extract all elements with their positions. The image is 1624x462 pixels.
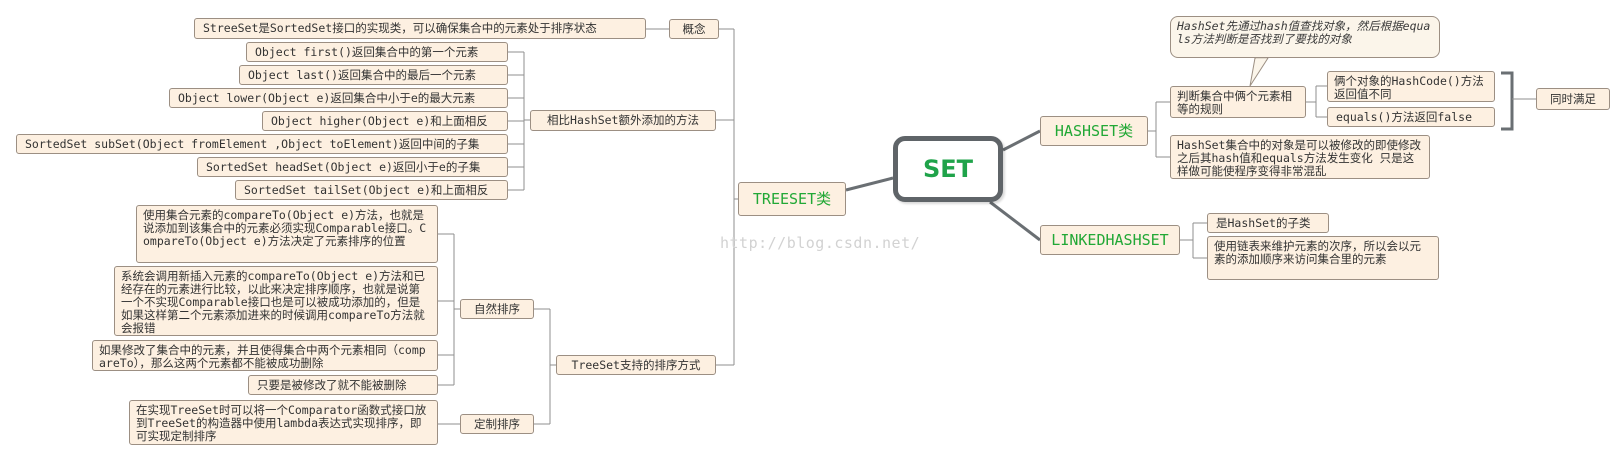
natural-sort-item-1[interactable]: 使用集合元素的compareTo(Object e)方法，也就是说添加到该集合中… bbox=[136, 205, 438, 263]
custom-sort-text[interactable]: 在实现TreeSet时可以将一个Comparator函数式接口放到TreeSet… bbox=[129, 400, 438, 445]
method-item-headset[interactable]: SortedSet headSet(Object e)返回小于e的子集 bbox=[197, 157, 508, 177]
natural-sort-item-3[interactable]: 如果修改了集合中的元素，并且使得集合中两个元素相同（compareTo），那么这… bbox=[92, 340, 438, 371]
treeset-concept-text[interactable]: StreeSet是SortedSet接口的实现类，可以确保集合中的元素处于排序状… bbox=[194, 18, 646, 39]
hashset-callout[interactable]: HashSet先通过hash值查找对象，然后根据equals方法判断是否找到了要… bbox=[1170, 16, 1440, 58]
callout-pointer bbox=[1249, 57, 1269, 87]
linkedhashset-node[interactable]: LINKEDHASHSET bbox=[1040, 225, 1180, 255]
equality-rule-hashcode[interactable]: 俩个对象的HashCode()方法返回值不同 bbox=[1327, 71, 1495, 102]
treeset-methods-node[interactable]: 相比HashSet额外添加的方法 bbox=[530, 110, 716, 131]
linkedhashset-item-order[interactable]: 使用链表来维护元素的次序，所以会以元素的添加顺序来访问集合里的元素 bbox=[1207, 236, 1439, 280]
hashset-mutable-note[interactable]: HashSet集合中的对象是可以被修改的即使修改之后其hash值和equals方… bbox=[1170, 135, 1430, 179]
natural-sort-item-4[interactable]: 只要是被修改了就不能被删除 bbox=[248, 375, 438, 395]
watermark: http://blog.csdn.net/ bbox=[720, 234, 921, 252]
equality-rule-equals[interactable]: equals()方法返回false bbox=[1327, 107, 1495, 127]
root-to-linkedhashset bbox=[989, 200, 1041, 242]
custom-sort-node[interactable]: 定制排序 bbox=[460, 414, 534, 434]
equality-both-required[interactable]: 同时满足 bbox=[1536, 88, 1610, 110]
hashset-equality-node[interactable]: 判断集合中俩个元素相等的规则 bbox=[1170, 86, 1306, 118]
method-item-subset[interactable]: SortedSet subSet(Object fromElement ,Obj… bbox=[16, 134, 508, 154]
method-item-higher[interactable]: Object higher(Object e)和上面相反 bbox=[262, 111, 508, 131]
treeset-sorting-node[interactable]: TreeSet支持的排序方式 bbox=[556, 355, 716, 375]
treeset-node[interactable]: TREESET类 bbox=[738, 182, 846, 216]
root-to-treeset bbox=[845, 176, 894, 192]
root-node-set[interactable]: SET bbox=[893, 136, 1003, 202]
method-item-last[interactable]: Object last()返回集合中的最后一个元素 bbox=[239, 65, 508, 85]
method-item-tailset[interactable]: SortedSet tailSet(Object e)和上面相反 bbox=[235, 180, 508, 200]
treeset-concept-node[interactable]: 概念 bbox=[669, 19, 719, 39]
method-item-first[interactable]: Object first()返回集合中的第一个元素 bbox=[246, 42, 508, 62]
both-bracket bbox=[1501, 71, 1514, 131]
hashset-node[interactable]: HASHSET类 bbox=[1040, 116, 1148, 146]
root-to-hashset bbox=[1002, 129, 1041, 152]
natural-sort-item-2[interactable]: 系统会调用新插入元素的compareTo(Object e)方法和已经存在的元素… bbox=[114, 266, 438, 336]
natural-sort-node[interactable]: 自然排序 bbox=[460, 299, 534, 319]
linkedhashset-item-subclass[interactable]: 是HashSet的子类 bbox=[1207, 213, 1329, 233]
method-item-lower[interactable]: Object lower(Object e)返回集合中小于e的最大元素 bbox=[169, 88, 508, 108]
